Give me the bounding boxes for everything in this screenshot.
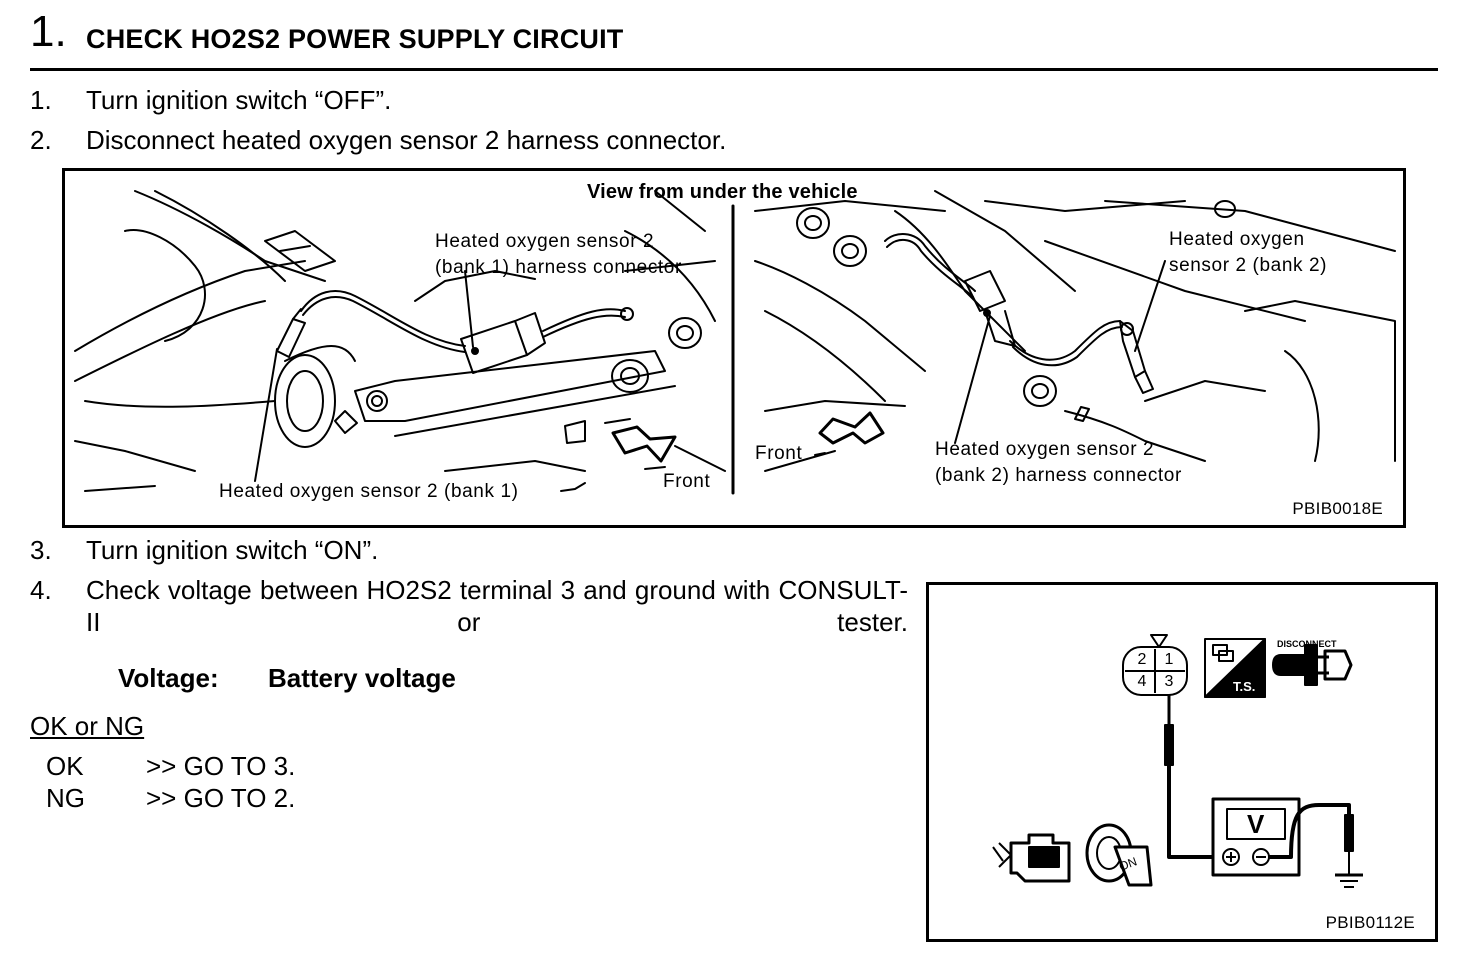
figure-title: View from under the vehicle	[587, 181, 858, 203]
list-item: 4. Check voltage between HO2S2 terminal …	[30, 574, 910, 640]
front-label-right: Front	[755, 443, 803, 464]
terminal-3: 3	[1164, 673, 1174, 690]
undercarriage-illustration	[74, 190, 1396, 495]
spec-label: Voltage:	[118, 663, 219, 693]
spec-value: Battery voltage	[268, 663, 456, 693]
list-item: 2. Disconnect heated oxygen sensor 2 har…	[30, 124, 1030, 156]
list-item-number: 3.	[30, 535, 52, 565]
bank2-sensor-label: sensor 2 (bank 2)	[1169, 255, 1328, 276]
list-item-number: 4.	[30, 575, 52, 605]
list-item: 1. Turn ignition switch “OFF”.	[30, 84, 1030, 116]
bank1-sensor-label: Heated oxygen sensor 2 (bank 1)	[219, 481, 519, 502]
terminal-1: 1	[1164, 651, 1174, 668]
list-item-number: 1.	[30, 85, 52, 115]
voltage-check-figure: 2 1 4 3 T.S. DISCONNECT V ON PBIB0112E	[926, 582, 1438, 942]
figure-code: PBIB0018E	[1292, 499, 1383, 518]
figure-code: PBIB0112E	[1325, 913, 1415, 932]
bank2-connector-label: Heated oxygen sensor 2	[935, 439, 1155, 460]
result-status-ok: OK	[46, 751, 84, 781]
disconnect-icon-label: DISCONNECT	[1277, 639, 1337, 649]
bank1-connector-label: (bank 1) harness connector	[435, 257, 682, 278]
sensor-location-figure: View from under the vehicle Heated oxyge…	[62, 168, 1406, 528]
list-item-text: Disconnect heated oxygen sensor 2 harnes…	[86, 125, 727, 155]
list-item-number: 2.	[30, 125, 52, 155]
front-label-left: Front	[663, 471, 711, 492]
bank2-connector-label: (bank 2) harness connector	[935, 465, 1182, 486]
list-item: 3. Turn ignition switch “ON”.	[30, 534, 910, 566]
terminal-4: 4	[1137, 673, 1147, 690]
bank1-connector-label: Heated oxygen sensor 2	[435, 231, 655, 252]
result-action-ok[interactable]: >> GO TO 3.	[146, 751, 296, 781]
ts-icon-label: T.S.	[1233, 679, 1256, 694]
list-item-text: Turn ignition switch “ON”.	[86, 535, 379, 565]
result-status-ng: NG	[46, 783, 85, 813]
title-divider	[30, 68, 1438, 71]
list-item-text: Check voltage between HO2S2 terminal 3 a…	[86, 575, 908, 637]
result-heading: OK or NG	[30, 711, 145, 741]
page-title: CHECK HO2S2 POWER SUPPLY CIRCUIT	[86, 24, 624, 54]
voltmeter-icon: V	[1247, 809, 1265, 839]
result-action-ng[interactable]: >> GO TO 2.	[146, 783, 296, 813]
terminal-2: 2	[1137, 651, 1147, 668]
list-item-text: Turn ignition switch “OFF”.	[86, 85, 392, 115]
bank2-sensor-label: Heated oxygen	[1169, 229, 1305, 250]
voltage-check-diagram	[992, 634, 1363, 888]
step-number: 1.	[30, 7, 67, 56]
